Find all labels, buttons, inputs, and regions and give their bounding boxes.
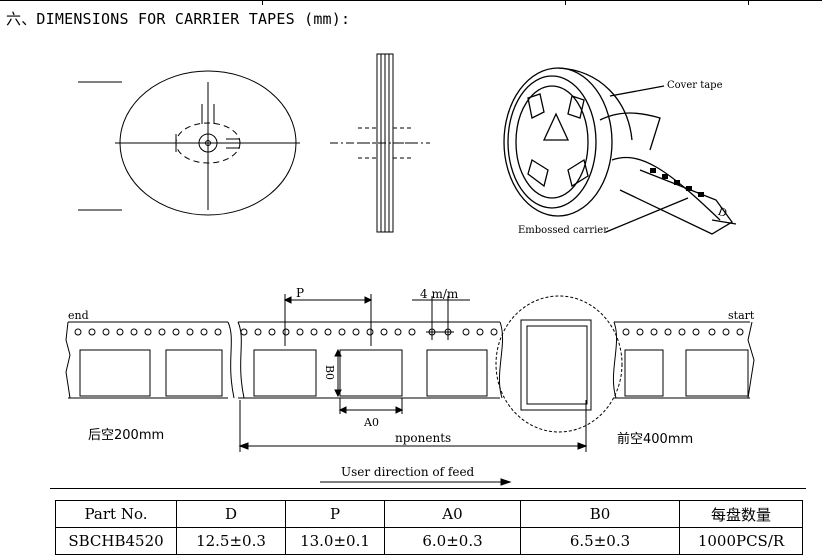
components-label: nponents [395,431,452,445]
start-label: start [728,309,755,322]
embossed-carrier-label: Embossed carrier [518,225,608,236]
sprocket-holes [74,328,744,336]
cell-p: 13.0±0.1 [285,527,385,555]
spec-table: Part No. D P A0 B0 每盘数量 SBCHB4520 12.5±0… [55,500,803,555]
table-header-row: Part No. D P A0 B0 每盘数量 [55,500,803,528]
rear-empty-label: 后空200mm [88,428,165,443]
cover-tape-label: Cover tape [667,80,723,91]
feed-direction-label: User direction of feed [341,465,475,479]
header-cell: 每盘数量 [679,500,803,528]
cell-qty: 1000PCS/R [679,527,803,555]
front-empty-label: 前空400mm [617,432,694,447]
cell-b0: 6.5±0.3 [520,527,680,555]
reel-side-view [330,53,430,233]
top-border-line [0,0,822,5]
reel-front-view [78,70,300,216]
table-top-rule [50,488,806,489]
header-cell: A0 [384,500,521,528]
b0-label: B0 [323,364,337,381]
hole-pitch-label: 4 m/m [420,287,459,301]
table-row: SBCHB4520 12.5±0.3 13.0±0.1 6.0±0.3 6.5±… [55,527,803,555]
cell-a0: 6.0±0.3 [384,527,521,555]
a0-label: A0 [364,416,379,429]
header-cell: Part No. [55,500,177,528]
end-label: end [68,309,89,322]
pitch-p-label: P [296,286,305,300]
dimension-lines [238,294,588,486]
cell-d: 12.5±0.3 [176,527,286,555]
carrier-tape-strip [65,295,755,433]
section-heading: 六、DIMENSIONS FOR CARRIER TAPES (mm): [6,10,351,28]
header-cell: P [285,500,385,528]
header-cell: B0 [520,500,680,528]
carrier-tape-drawing [65,53,755,486]
reel-perspective-view [503,67,737,235]
cell-part-no: SBCHB4520 [55,527,177,555]
header-cell: D [176,500,286,528]
